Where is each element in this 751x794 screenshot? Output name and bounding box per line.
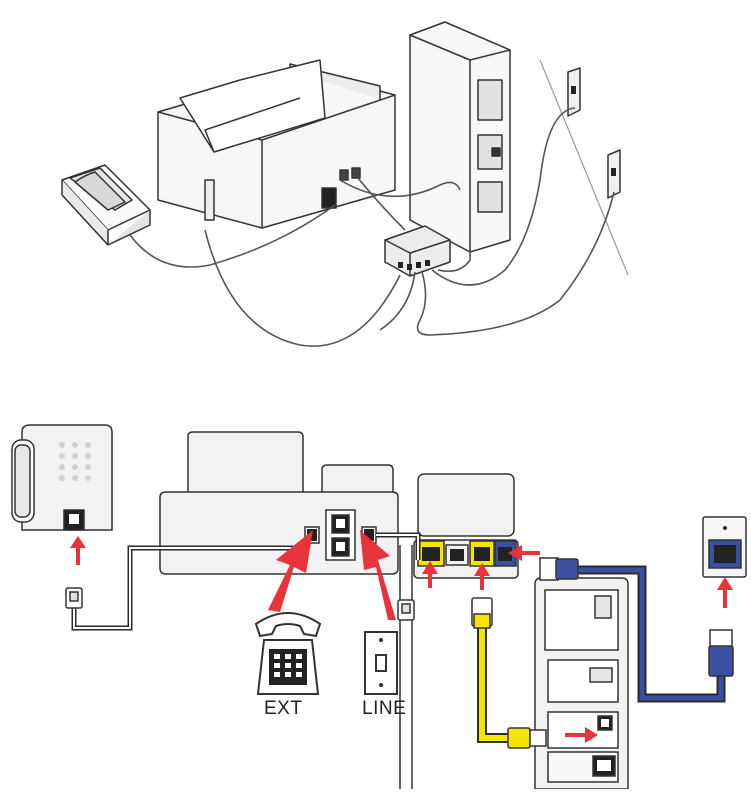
printer-icon — [159, 431, 399, 575]
ethernet-cable-yellow — [477, 625, 510, 743]
rj11-connector-icon — [397, 599, 415, 621]
top-illustration — [61, 21, 629, 277]
phone-cord-line — [376, 532, 421, 560]
telephone-icon — [254, 612, 322, 695]
ext-label: EXT — [264, 698, 303, 719]
arrow-icon — [70, 536, 86, 565]
rj45-connector-icon — [708, 629, 734, 677]
arrow-icon — [422, 561, 438, 588]
telephone-icon — [11, 424, 113, 531]
arrow-icon — [474, 563, 490, 590]
rj11-connector-icon — [65, 587, 83, 609]
arrow-icon — [360, 530, 396, 620]
ethernet-cable-blue — [575, 565, 726, 703]
arrow-icon — [565, 727, 598, 743]
computer-tower-icon — [409, 21, 511, 253]
rj45-connector-icon — [507, 727, 547, 749]
computer-tower-icon — [534, 577, 629, 790]
printer-icon — [157, 59, 396, 229]
line-label: LINE — [362, 698, 407, 719]
phone-cord-telephone — [71, 545, 306, 631]
keypad-icon — [59, 442, 91, 481]
arrows — [70, 530, 733, 743]
arrow-icon — [508, 545, 540, 561]
router-icon — [384, 225, 451, 277]
wall-jack-icon — [702, 516, 747, 578]
wall-edge — [539, 59, 629, 276]
line-cord-down — [399, 545, 413, 789]
wall-jack-icon — [567, 67, 581, 117]
router-icon — [413, 473, 519, 579]
arrow-icon — [268, 530, 313, 612]
arrow-icon — [717, 577, 733, 608]
keypad-icon — [274, 654, 302, 677]
telephone-icon — [61, 164, 151, 246]
wall-jack-icon — [607, 149, 621, 199]
rj45-connector-icon — [471, 597, 493, 629]
wall-jack-icon — [364, 631, 398, 695]
rj45-connector-icon — [539, 557, 579, 581]
top-cables — [129, 107, 615, 347]
